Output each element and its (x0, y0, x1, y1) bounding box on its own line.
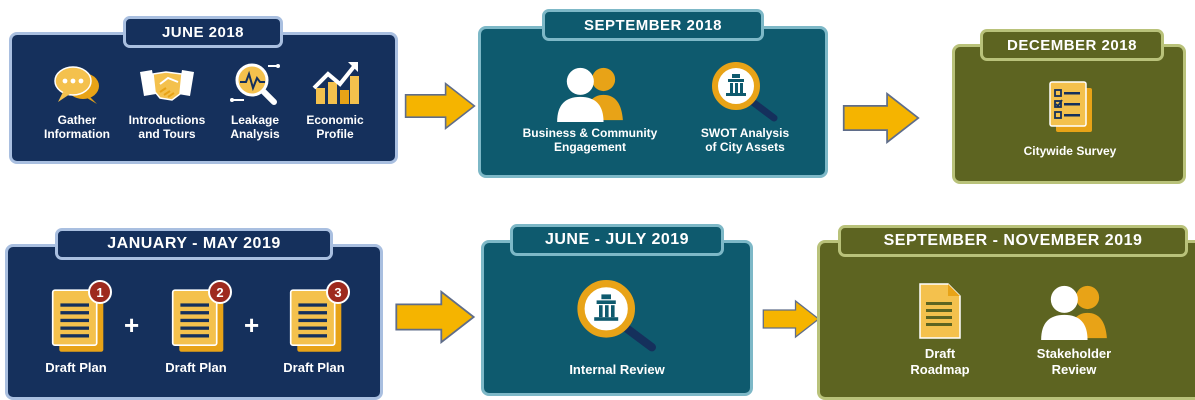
draft-plan-label: Draft Plan (283, 360, 345, 375)
phase-june-2018-title: JUNE 2018 (123, 16, 283, 48)
business-community-label: Business & Community Engagement (522, 126, 658, 154)
step-badge: 2 (208, 280, 232, 304)
phase-june-july-2019-panel (481, 240, 753, 396)
economic-profile-item: Economic Profile (295, 60, 375, 141)
business-community-item: Business & Community Engagement (505, 64, 675, 154)
phase-september-november-2019-panel (817, 240, 1195, 400)
step-badge: 3 (326, 280, 350, 304)
growth-chart-icon (312, 62, 359, 104)
survey-checklist-icon (1049, 81, 1092, 132)
citywide-survey-label: Citywide Survey (1023, 144, 1117, 158)
phase-december-2018-title: DECEMBER 2018 (980, 29, 1164, 61)
handshake-icon (140, 70, 194, 101)
phase-september-2018-panel (478, 26, 828, 178)
gather-information-item: Gather Information (37, 64, 117, 141)
flow-arrow (392, 290, 478, 344)
analysis-magnifier-icon (230, 63, 280, 105)
introductions-tours-label: Introductions and Tours (128, 113, 206, 141)
economic-profile-label: Economic Profile (306, 113, 364, 141)
draft-plan-label: Draft Plan (45, 360, 107, 375)
city-magnifier-icon (709, 62, 781, 122)
draft-roadmap-label: Draft Roadmap (910, 346, 970, 377)
swot-analysis-label: SWOT Analysis of City Assets (700, 126, 790, 154)
citywide-survey-item: Citywide Survey (1000, 80, 1140, 158)
introductions-tours-item: Introductions and Tours (124, 64, 210, 141)
draft-plan-label: Draft Plan (165, 360, 227, 375)
phase-january-may-2019-title: JANUARY - MAY 2019 (55, 228, 333, 260)
internal-review-label: Internal Review (569, 362, 665, 377)
step-badge: 1 (88, 280, 112, 304)
draft-roadmap-item: Draft Roadmap (892, 282, 988, 378)
chat-bubbles-icon (54, 66, 99, 104)
gather-information-label: Gather Information (44, 113, 110, 141)
flow-arrow (762, 292, 820, 346)
plus-sign: + (124, 310, 140, 340)
draft-plan-3-item: 3 Draft Plan (274, 280, 354, 376)
internal-review-item: Internal Review (537, 280, 697, 378)
people-icon (549, 64, 631, 122)
draft-plan-2-item: 2 Draft Plan (156, 280, 236, 376)
flow-arrow (404, 80, 476, 132)
document-icon (919, 283, 961, 339)
leakage-analysis-item: Leakage Analysis (215, 60, 295, 141)
plus-sign: + (244, 310, 260, 340)
phase-september-2018-title: SEPTEMBER 2018 (542, 9, 764, 41)
stakeholder-review-item: Stakeholder Review (1018, 282, 1130, 378)
stakeholder-review-label: Stakeholder Review (1036, 346, 1112, 377)
leakage-analysis-label: Leakage Analysis (230, 113, 280, 141)
flow-arrow (838, 92, 924, 144)
city-magnifier-icon (574, 280, 660, 352)
draft-plan-1-item: 1 Draft Plan (36, 280, 116, 376)
phase-june-july-2019-title: JUNE - JULY 2019 (510, 224, 724, 256)
phase-september-november-2019-title: SEPTEMBER - NOVEMBER 2019 (838, 225, 1188, 257)
swot-analysis-item: SWOT Analysis of City Assets (685, 62, 805, 154)
people-icon (1034, 282, 1114, 340)
